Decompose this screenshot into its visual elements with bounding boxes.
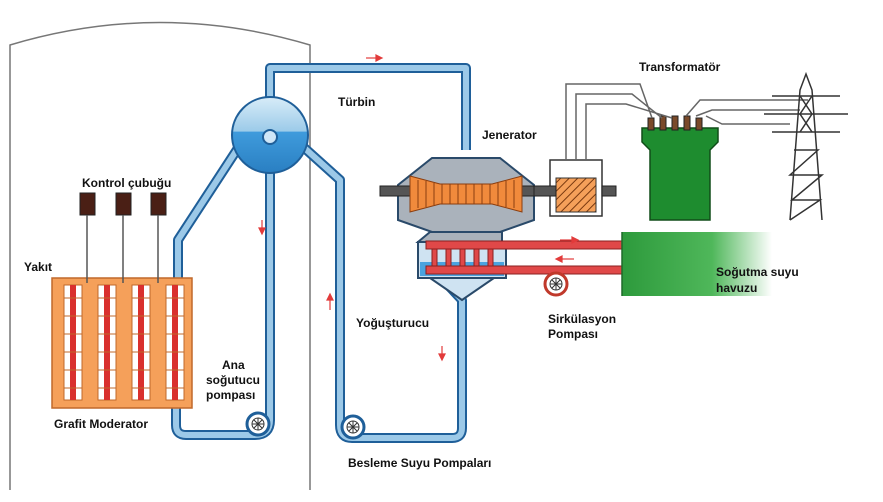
main-coolant-pump [245, 411, 271, 437]
fuel-rod [104, 285, 110, 400]
label-circulation-pump-2: Pompası [548, 327, 599, 341]
circulation-pump [543, 271, 569, 297]
label-main-pump-3: pompası [206, 388, 256, 402]
label-fuel: Yakıt [24, 260, 53, 274]
fuel-channels [63, 284, 185, 401]
label-main-pump-1: Ana [222, 358, 245, 372]
fuel-rod [70, 285, 76, 400]
label-cooling-pool-1: Soğutma suyu [716, 265, 799, 279]
transmission-tower [764, 71, 848, 221]
feedwater-pump [340, 414, 366, 440]
label-circulation-pump-1: Sirkülasyon [548, 312, 617, 326]
label-condenser: Yoğuşturucu [356, 316, 430, 330]
steam-drum [231, 96, 309, 174]
cooling-water-pool [622, 232, 772, 296]
turbine [379, 157, 551, 233]
transformer [641, 115, 719, 221]
label-control-rod: Kontrol çubuğu [82, 176, 172, 190]
fuel-rod [172, 285, 178, 400]
power-wires [565, 83, 808, 160]
label-generator: Jenerator [482, 128, 537, 142]
containment-building [9, 21, 311, 490]
control-rods [79, 192, 167, 283]
label-turbine: Türbin [338, 95, 376, 109]
label-feedwater-pumps: Besleme Suyu Pompaları [348, 456, 492, 470]
label-cooling-pool-2: havuzu [716, 281, 758, 295]
label-graphite-moderator: Grafit Moderator [54, 417, 149, 431]
fuel-rod [138, 285, 144, 400]
flow-arrows [258, 54, 580, 362]
label-main-pump-2: soğutucu [206, 373, 260, 387]
turbine-blades [417, 180, 515, 208]
generator [533, 159, 617, 217]
label-transformer: Transformatör [639, 60, 721, 74]
